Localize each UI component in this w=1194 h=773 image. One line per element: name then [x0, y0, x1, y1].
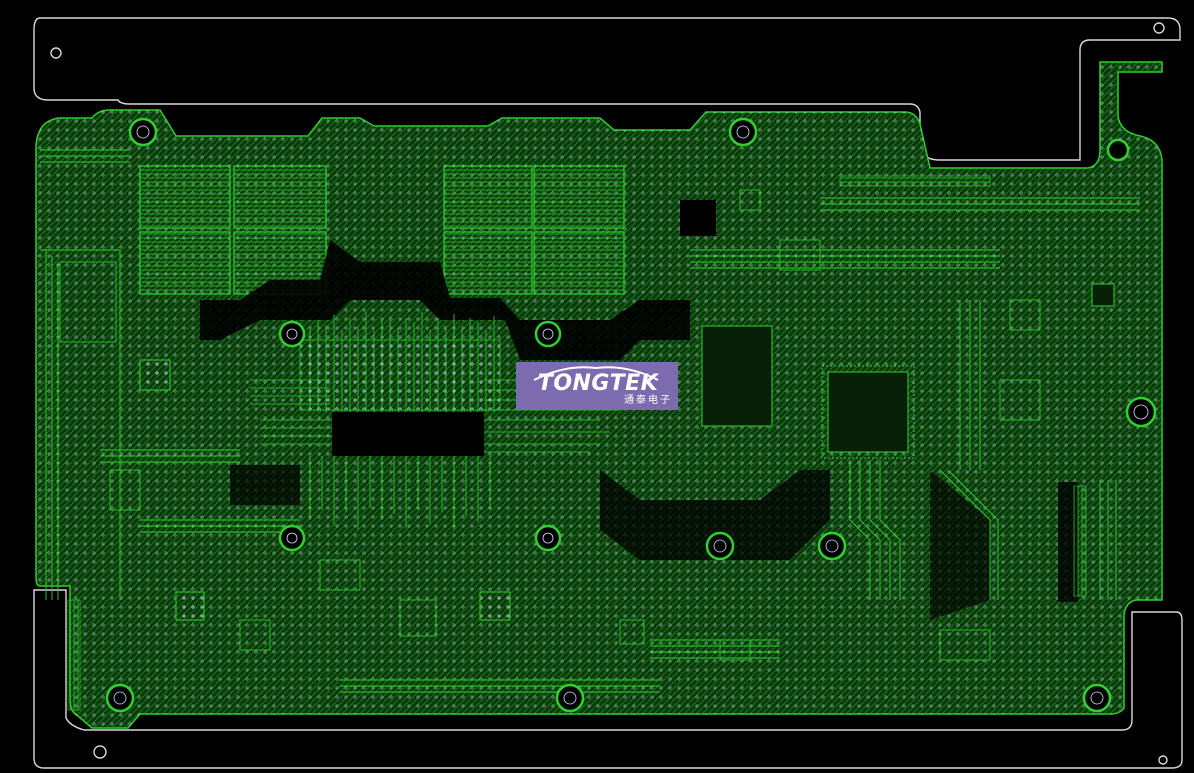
connector-right — [1073, 485, 1087, 597]
hole-rings — [113, 125, 1149, 705]
bus-routing — [40, 149, 1140, 693]
qfp-chips — [139, 283, 1115, 621]
keepout-areas — [200, 200, 1078, 620]
connector-top — [839, 175, 991, 187]
board-outline — [33, 17, 1183, 769]
logo-brand-text: TONGTEK — [537, 371, 659, 396]
tongtek-logo: TONGTEK 通泰电子 — [516, 362, 678, 410]
memory-modules — [139, 165, 625, 295]
component-footprints — [59, 189, 1041, 661]
mounting-holes — [105, 117, 1157, 713]
car-swoosh-icon — [533, 366, 659, 381]
connector-left — [67, 599, 81, 711]
soc-bga — [299, 339, 501, 411]
logo-brand-cn-text: 通泰电子 — [624, 395, 672, 406]
